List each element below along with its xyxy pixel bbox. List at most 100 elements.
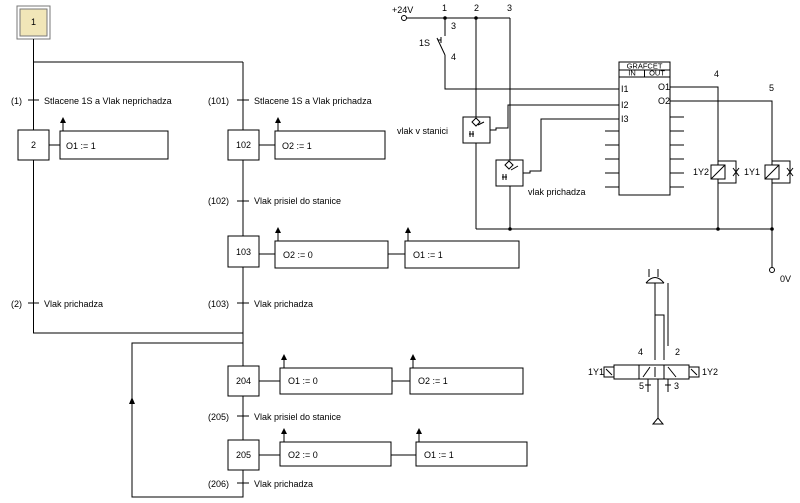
divergence-lines bbox=[33, 39, 244, 130]
step-204-action-arrowhead-2 bbox=[410, 354, 416, 360]
coil-1y2-slash bbox=[710, 164, 726, 180]
transition-1-condition: Stlacene 1S a Vlak neprichadza bbox=[44, 96, 172, 106]
transition-205-condition: Vlak prisiel do stanice bbox=[254, 412, 341, 422]
step-102-action-arrowhead bbox=[275, 117, 281, 123]
sensor-station-box bbox=[462, 116, 491, 144]
coil-1y2-indicator bbox=[718, 160, 740, 184]
supply-label: +24V bbox=[392, 5, 413, 15]
transition-102-condition: Vlak prisiel do stanice bbox=[254, 196, 341, 206]
controller-header-lines bbox=[619, 69, 670, 78]
electrical-circuit: +24V 1 2 3 3 4 1S 0V vlak v stanici bbox=[392, 3, 794, 284]
step-205-action-box-1 bbox=[279, 441, 392, 467]
step-205-action-arrowhead-1 bbox=[281, 428, 287, 434]
step-205-label: 205 bbox=[236, 450, 251, 460]
step-103-action-box-1 bbox=[274, 240, 389, 269]
transition-1-number: (1) bbox=[11, 96, 22, 106]
transition-206-number: (206) bbox=[208, 479, 229, 489]
step-103-action-text-2: O1 := 1 bbox=[413, 250, 443, 260]
sensor-coming-contact bbox=[502, 165, 519, 180]
transition-101-number: (101) bbox=[208, 96, 229, 106]
step-103-action-text-1: O2 := 0 bbox=[283, 250, 313, 260]
step-205-box[interactable] bbox=[227, 439, 260, 471]
step-204-action-text-2: O2 := 1 bbox=[418, 376, 448, 386]
transition-2-number: (2) bbox=[11, 299, 22, 309]
step-205-action-text-1: O2 := 0 bbox=[288, 450, 318, 460]
grafcet-chart: 1 (1) Stlacene 1S a Vlak neprichadza (10… bbox=[11, 5, 528, 498]
sensor-station-diamond bbox=[471, 117, 481, 127]
sensor-coming-wire bbox=[523, 118, 619, 174]
step-2-label: 2 bbox=[31, 140, 36, 150]
coil-1y1-indicator bbox=[772, 160, 794, 184]
initial-step-label: 1 bbox=[31, 17, 36, 27]
step-102-label: 102 bbox=[236, 140, 251, 150]
sensor-station-label: vlak v stanici bbox=[397, 126, 448, 136]
sensor-coming-label: vlak prichadza bbox=[528, 187, 586, 197]
output-1-wire bbox=[670, 86, 719, 229]
initial-step-box[interactable] bbox=[19, 8, 48, 37]
valve-solenoid-slashes bbox=[605, 368, 698, 376]
actuator-rod bbox=[646, 269, 664, 284]
controller-in-label: IN bbox=[628, 69, 636, 78]
transition-103-condition: Vlak prichadza bbox=[254, 299, 313, 309]
coil-1y1-slash bbox=[764, 164, 780, 180]
wire-2-label: 2 bbox=[474, 3, 479, 13]
step-103-action-box-2 bbox=[404, 240, 520, 269]
sensor-coming-box bbox=[495, 159, 524, 187]
step-102-action-box bbox=[274, 130, 386, 160]
valve-flow-arrows bbox=[642, 366, 677, 378]
valve-left-label: 1Y1 bbox=[588, 367, 604, 377]
step-204-action-box-2 bbox=[409, 367, 524, 395]
step-205-action-text-2: O1 := 1 bbox=[424, 450, 454, 460]
step-205-action-box-2 bbox=[415, 441, 528, 467]
step-103-label: 103 bbox=[236, 247, 251, 257]
coil-1y2-label: 1Y2 bbox=[693, 167, 709, 177]
step-103-action-arrowhead-2 bbox=[405, 227, 411, 233]
junction-zero-1 bbox=[508, 227, 512, 231]
valve-body bbox=[613, 364, 690, 380]
port-5-label: 5 bbox=[639, 381, 644, 391]
switch-1s-wire bbox=[436, 18, 619, 90]
controller-title: GRAFCET bbox=[627, 62, 663, 71]
supply-terminal bbox=[401, 15, 407, 21]
pushbutton-symbol bbox=[438, 37, 442, 43]
step-102-action-text: O2 := 1 bbox=[282, 141, 312, 151]
transition-102-number: (102) bbox=[208, 196, 229, 206]
sensor-station-contact bbox=[469, 121, 485, 137]
transition-205-number: (205) bbox=[208, 412, 229, 422]
sensor-coming-diamond bbox=[504, 160, 514, 170]
wire-4-label: 4 bbox=[714, 69, 719, 79]
controller-unused-inputs bbox=[605, 130, 619, 188]
pneumatic-valve: 4 2 1Y1 1Y2 5 3 bbox=[588, 269, 718, 425]
step-103-action-arrowhead-1 bbox=[275, 227, 281, 233]
valve-dividers bbox=[638, 365, 665, 379]
ground-terminal bbox=[769, 267, 775, 273]
step-103-box[interactable] bbox=[227, 235, 260, 268]
wire-3-label: 3 bbox=[507, 3, 512, 13]
transition-103-number: (103) bbox=[208, 299, 229, 309]
switch-label: 1S bbox=[419, 38, 430, 48]
step-204-action-arrowhead-1 bbox=[281, 354, 287, 360]
step-2-action-text: O1 := 1 bbox=[66, 141, 96, 151]
step-204-label: 204 bbox=[236, 376, 251, 386]
grafcet-controller bbox=[618, 61, 671, 196]
port-2-label: 2 bbox=[675, 347, 680, 357]
ground-label: 0V bbox=[780, 274, 791, 284]
step-2-box[interactable] bbox=[17, 129, 50, 161]
step-205-action-arrowhead-2 bbox=[416, 428, 422, 434]
step-2-action-box bbox=[59, 130, 169, 160]
port-4-label: 4 bbox=[638, 347, 643, 357]
transition-206-condition: Vlak prichadza bbox=[254, 479, 313, 489]
valve-solenoids bbox=[603, 366, 700, 378]
wire-1-label: 1 bbox=[442, 3, 447, 13]
controller-output-2: O2 bbox=[658, 96, 670, 106]
output-2-wire bbox=[670, 100, 773, 229]
transition-101-condition: Stlacene 1S a Vlak prichadza bbox=[254, 96, 372, 106]
controller-input-3: I3 bbox=[621, 114, 629, 124]
controller-out-label: OUT bbox=[649, 69, 665, 78]
wire-5-label: 5 bbox=[769, 83, 774, 93]
valve-right-label: 1Y2 bbox=[702, 367, 718, 377]
actuator-dome bbox=[645, 277, 665, 284]
supply-triangle bbox=[651, 417, 665, 425]
